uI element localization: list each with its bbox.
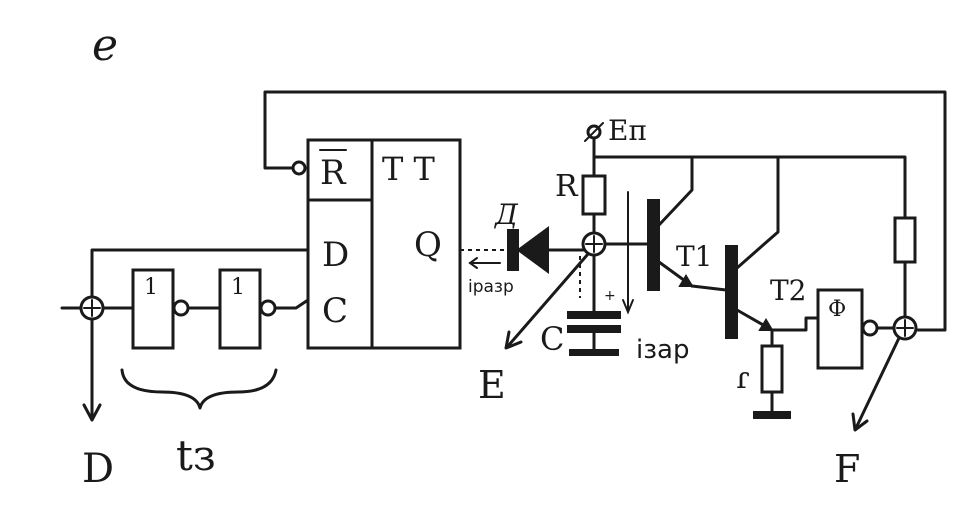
d-input-wire: [90, 248, 310, 298]
capacitor-label: C: [540, 320, 564, 358]
schmitt-inversion-bubble: [861, 319, 879, 337]
trigger-d-label: D: [322, 235, 349, 275]
inverter-1: 1: [131, 268, 175, 350]
charge-current-label: iзар: [636, 335, 690, 365]
transistor-t2-label: T2: [770, 274, 807, 307]
e-arrow: [504, 330, 523, 350]
discharge-current-label: iразр: [468, 277, 514, 297]
trigger-type-label: T T: [382, 150, 436, 188]
svg-text:1: 1: [144, 275, 158, 300]
pullup-resistor: [893, 216, 917, 264]
transistor-t2: [725, 155, 780, 339]
diode: [507, 226, 549, 274]
f-arrow: [851, 412, 869, 432]
f-output-wire: [854, 336, 901, 430]
inverter-1-bubble: [172, 299, 190, 317]
trigger-reset-label: R: [320, 153, 347, 193]
output-e-label: E: [478, 363, 506, 407]
supply-rail: [592, 155, 907, 220]
output-d-label: D: [82, 446, 114, 492]
resistor-label: R: [555, 169, 579, 204]
delay-label: tз: [176, 431, 216, 480]
e-output-wire: [506, 252, 590, 348]
reset-inversion-bubble: [291, 160, 307, 176]
trigger-q-label: Q: [414, 225, 442, 265]
transistor-t1-label: T1: [676, 240, 713, 273]
input-node: [79, 295, 105, 321]
supply-label: Eп: [608, 114, 647, 147]
schmitt-symbol: Ф: [828, 297, 846, 322]
load-resistor-label: ɾ: [736, 361, 750, 396]
svg-text:1: 1: [231, 275, 245, 300]
trigger-block: R T T D C Q: [306, 138, 462, 350]
capacitor: [567, 311, 621, 356]
output-node: [892, 315, 918, 341]
inverter-2-bubble: [259, 299, 277, 317]
delay-brace: [120, 368, 278, 410]
output-f-label: F: [834, 447, 860, 491]
inverter-2: 1: [218, 268, 262, 350]
load-resistor: [760, 344, 784, 394]
resistor-r: [581, 174, 607, 216]
ground-symbol: [753, 411, 791, 419]
capacitor-polarity: +: [604, 288, 616, 304]
clock-wire: [273, 298, 310, 310]
t1-to-t2-wire: [690, 284, 728, 292]
capacitor-node: [581, 231, 607, 257]
transistor-t1: [647, 155, 694, 291]
panel-label: e: [92, 20, 118, 71]
diode-label: Д: [493, 198, 519, 231]
t2-to-schmitt-wire: [770, 316, 820, 332]
feedback-wire: [263, 90, 947, 332]
d-arrow: [82, 403, 102, 422]
trigger-c-label: C: [322, 291, 348, 331]
